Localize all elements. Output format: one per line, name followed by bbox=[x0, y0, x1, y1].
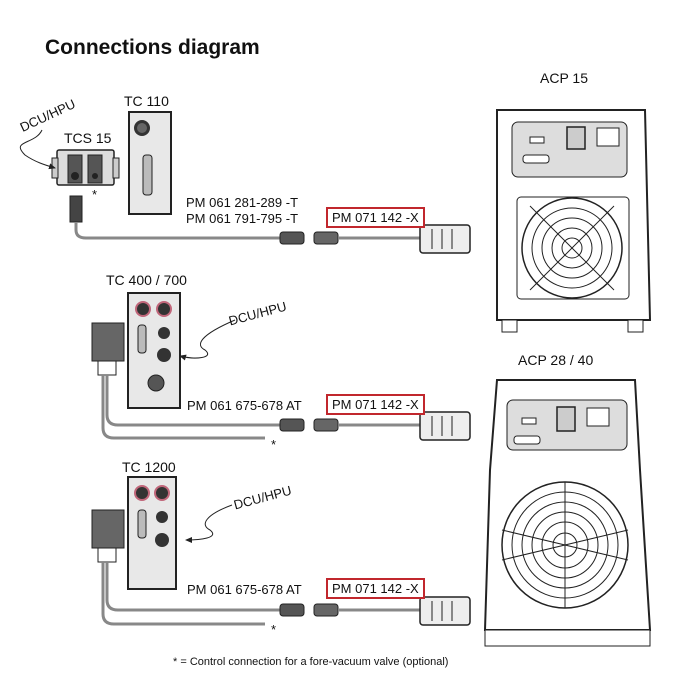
tc1200-unit bbox=[127, 476, 177, 590]
asterisk-3: * bbox=[271, 622, 277, 637]
adapter-part-3: PM 071 142 -X bbox=[326, 578, 425, 599]
dcu-arrow bbox=[19, 129, 56, 170]
asterisk-2: * bbox=[271, 437, 277, 452]
footnote: * = Control connection for a fore-vacuum… bbox=[173, 656, 449, 668]
adapter-part-2: PM 071 142 -X bbox=[326, 394, 425, 415]
page-title: Connections diagram bbox=[45, 36, 260, 59]
cable-2 bbox=[91, 322, 471, 441]
tc1200-label: TC 1200 bbox=[122, 459, 176, 475]
acp2840-label: ACP 28 / 40 bbox=[518, 352, 594, 368]
tcs15-unit bbox=[51, 149, 120, 186]
tc110-label: TC 110 bbox=[124, 93, 169, 109]
cable-3 bbox=[91, 509, 471, 626]
acp2840-pump bbox=[483, 379, 652, 647]
adapter-part-1: PM 071 142 -X bbox=[326, 207, 425, 228]
tc110-unit bbox=[128, 111, 172, 215]
cable-part-1b: PM 061 791-795 -T bbox=[186, 211, 299, 226]
cable-part-1a: PM 061 281-289 -T bbox=[186, 195, 299, 210]
tc400-label: TC 400 / 700 bbox=[106, 272, 187, 288]
tcs15-label: TCS 15 bbox=[64, 130, 112, 146]
cable-part-3: PM 061 675-678 AT bbox=[187, 582, 302, 597]
cable-part-2: PM 061 675-678 AT bbox=[187, 398, 302, 413]
acp15-pump bbox=[496, 109, 652, 333]
acp15-label: ACP 15 bbox=[540, 70, 588, 86]
tc400-unit bbox=[127, 292, 181, 409]
tcs-asterisk: * bbox=[92, 187, 98, 202]
cable-1 bbox=[69, 195, 471, 254]
